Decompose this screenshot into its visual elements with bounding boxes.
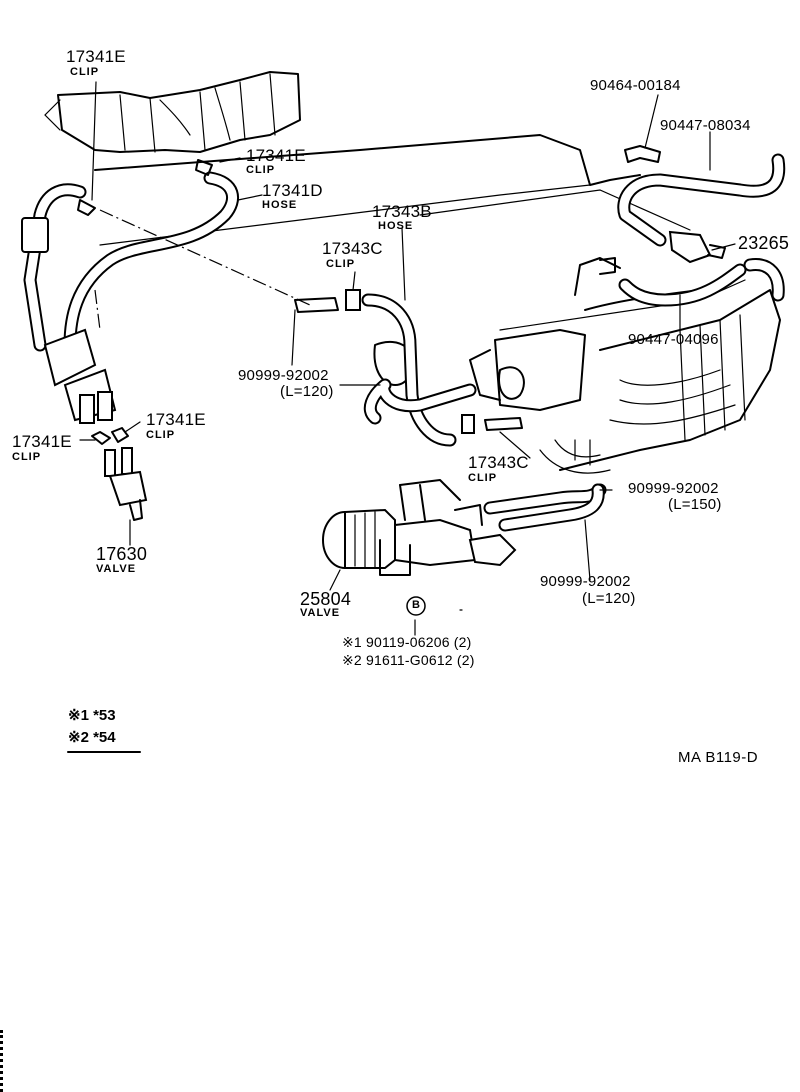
center-hose-assembly	[294, 289, 523, 447]
edge-dotted-mark	[0, 1030, 9, 1092]
leader-lines	[67, 81, 736, 753]
label-bolt-2: ※2 91611-G0612 (2)	[342, 652, 475, 668]
label-17343c-2: 17343C	[468, 453, 529, 472]
label-valve-25804: VALVE	[300, 607, 341, 619]
label-90447-04096: 90447-04096	[628, 331, 719, 348]
note-1: ※1 *53	[68, 707, 116, 724]
label-hose-d: HOSE	[262, 199, 298, 211]
label-hose-b: HOSE	[378, 220, 414, 232]
label-clip-4: CLIP	[12, 451, 42, 463]
label-17343b: 17343B	[372, 202, 432, 221]
label-90999-92002-a: 90999-92002	[238, 367, 329, 384]
valve-25804-assembly	[322, 479, 607, 611]
label-clip-top: CLIP	[70, 66, 100, 78]
label-length-a: (L=120)	[280, 383, 334, 400]
label-17341e-top: 17341E	[66, 47, 126, 66]
label-17341e-3: 17341E	[146, 410, 206, 429]
label-17630: 17630	[96, 544, 148, 564]
note-2: ※2 *54	[68, 729, 116, 746]
label-clip-c2: CLIP	[468, 472, 498, 484]
label-90999-92002-c: 90999-92002	[540, 573, 631, 590]
label-17343c-1: 17343C	[322, 239, 383, 258]
label-clip-3: CLIP	[146, 429, 176, 441]
reference-code: MA B119-D	[678, 749, 759, 766]
label-bolt-1: ※1 90119-06206 (2)	[342, 634, 472, 650]
label-clip-c1: CLIP	[326, 258, 356, 270]
label-90447-08034: 90447-08034	[660, 117, 751, 134]
label-25804: 25804	[300, 589, 352, 609]
b-marker-circle	[406, 596, 426, 616]
label-90464-00184: 90464-00184	[590, 77, 681, 94]
label-23265: 23265	[738, 233, 790, 253]
label-clip-2: CLIP	[246, 164, 276, 176]
label-17341d: 17341D	[262, 181, 323, 200]
label-17341e-2: 17341E	[246, 146, 306, 165]
top-right-hose-assembly	[599, 145, 786, 307]
label-b-marker: B	[412, 599, 420, 611]
air-intake-duct	[44, 71, 301, 153]
label-length-b: (L=150)	[668, 496, 722, 513]
label-17341e-4: 17341E	[12, 432, 72, 451]
label-valve-17630: VALVE	[96, 563, 137, 575]
label-90999-92002-b: 90999-92002	[628, 480, 719, 497]
label-length-c: (L=120)	[582, 590, 636, 607]
left-hose-assembly	[21, 159, 311, 521]
